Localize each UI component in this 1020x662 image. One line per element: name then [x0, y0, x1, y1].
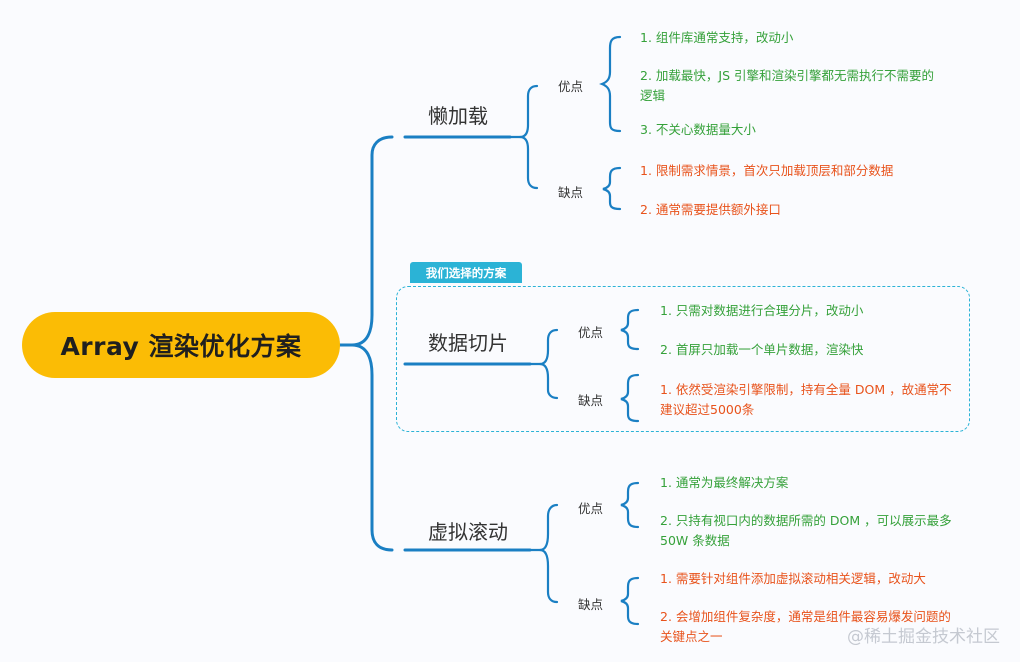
lazy-pros-label: 优点 [558, 79, 584, 94]
slice-con-1: 1. 依然受渲染引擎限制，持有全量 DOM ，故通常不建议超过5000条 [660, 382, 952, 417]
slice-cons-label: 缺点 [578, 393, 604, 408]
lazy-con-1: 1. 限制需求情景，首次只加载顶层和部分数据 [640, 163, 894, 178]
virtual-cons-label: 缺点 [578, 597, 604, 612]
slice-pros-label: 优点 [578, 325, 604, 340]
virtual-con-1: 1. 需要针对组件添加虚拟滚动相关逻辑，改动大 [660, 571, 926, 586]
topic-data-slicing: 数据切片 [428, 331, 508, 355]
virtual-pro-1: 1. 通常为最终解决方案 [660, 475, 789, 490]
lazy-pro-1: 1. 组件库通常支持，改动小 [640, 30, 794, 45]
virtual-con-2: 2. 会增加组件复杂度，通常是组件最容易爆发问题的关键点之一 [660, 609, 951, 644]
selected-solution-frame [396, 286, 970, 432]
slice-pro-1: 1. 只需对数据进行合理分片，改动小 [660, 303, 864, 318]
watermark: @稀土掘金技术社区 [847, 627, 1000, 647]
lazy-con-2: 2. 通常需要提供额外接口 [640, 202, 781, 217]
topic-lazy-load: 懒加载 [428, 104, 488, 128]
lazy-pro-3: 3. 不关心数据量大小 [640, 122, 756, 137]
virtual-pros-label: 优点 [578, 501, 604, 516]
lazy-cons-label: 缺点 [558, 185, 584, 200]
virtual-pro-2: 2. 只持有视口内的数据所需的 DOM ，可以展示最多 50W 条数据 [660, 513, 952, 548]
root-node: Array 渲染优化方案 [22, 312, 340, 378]
selected-solution-tag: 我们选择的方案 [410, 262, 522, 283]
slice-pro-2: 2. 首屏只加载一个单片数据，渲染快 [660, 342, 864, 357]
lazy-pro-2: 2. 加载最快，JS 引擎和渲染引擎都无需执行不需要的逻辑 [640, 68, 934, 103]
topic-virtual-scroll: 虚拟滚动 [428, 520, 508, 544]
